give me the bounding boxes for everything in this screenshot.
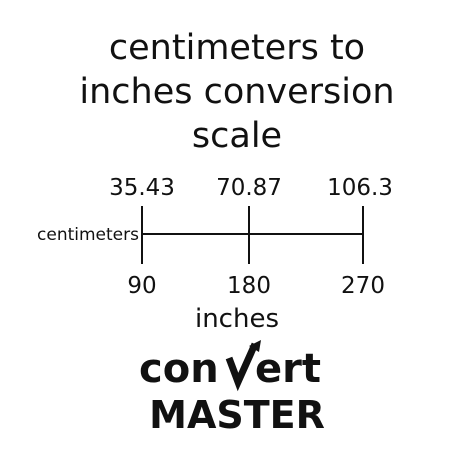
check-arrow-icon: [225, 340, 261, 392]
inches-label: inches: [194, 304, 280, 334]
title-line-1: centimeters to: [108, 28, 366, 68]
convert-master-logo: con ert MASTER: [0, 340, 474, 436]
page-title: centimeters to inches conversion scale: [0, 26, 474, 158]
axis-name-label: centimeters: [37, 225, 139, 245]
conversion-scale: 35.43 70.87 106.3 centimeters 90 180 270: [37, 175, 393, 299]
bottom-tick-label-3: 270: [341, 273, 385, 299]
logo-text-master: MASTER: [149, 393, 325, 436]
title-line-3: scale: [191, 116, 283, 156]
top-tick-label-3: 106.3: [327, 175, 393, 201]
bottom-tick-label-1: 90: [127, 273, 156, 299]
logo-graphic: con ert MASTER: [139, 340, 325, 436]
top-tick-label-2: 70.87: [216, 175, 282, 201]
title-line-2: inches conversion: [79, 72, 395, 112]
top-tick-label-1: 35.43: [109, 175, 175, 201]
logo-text-con: con: [139, 346, 219, 392]
bottom-tick-label-2: 180: [227, 273, 271, 299]
logo-text-ert: ert: [255, 346, 321, 392]
